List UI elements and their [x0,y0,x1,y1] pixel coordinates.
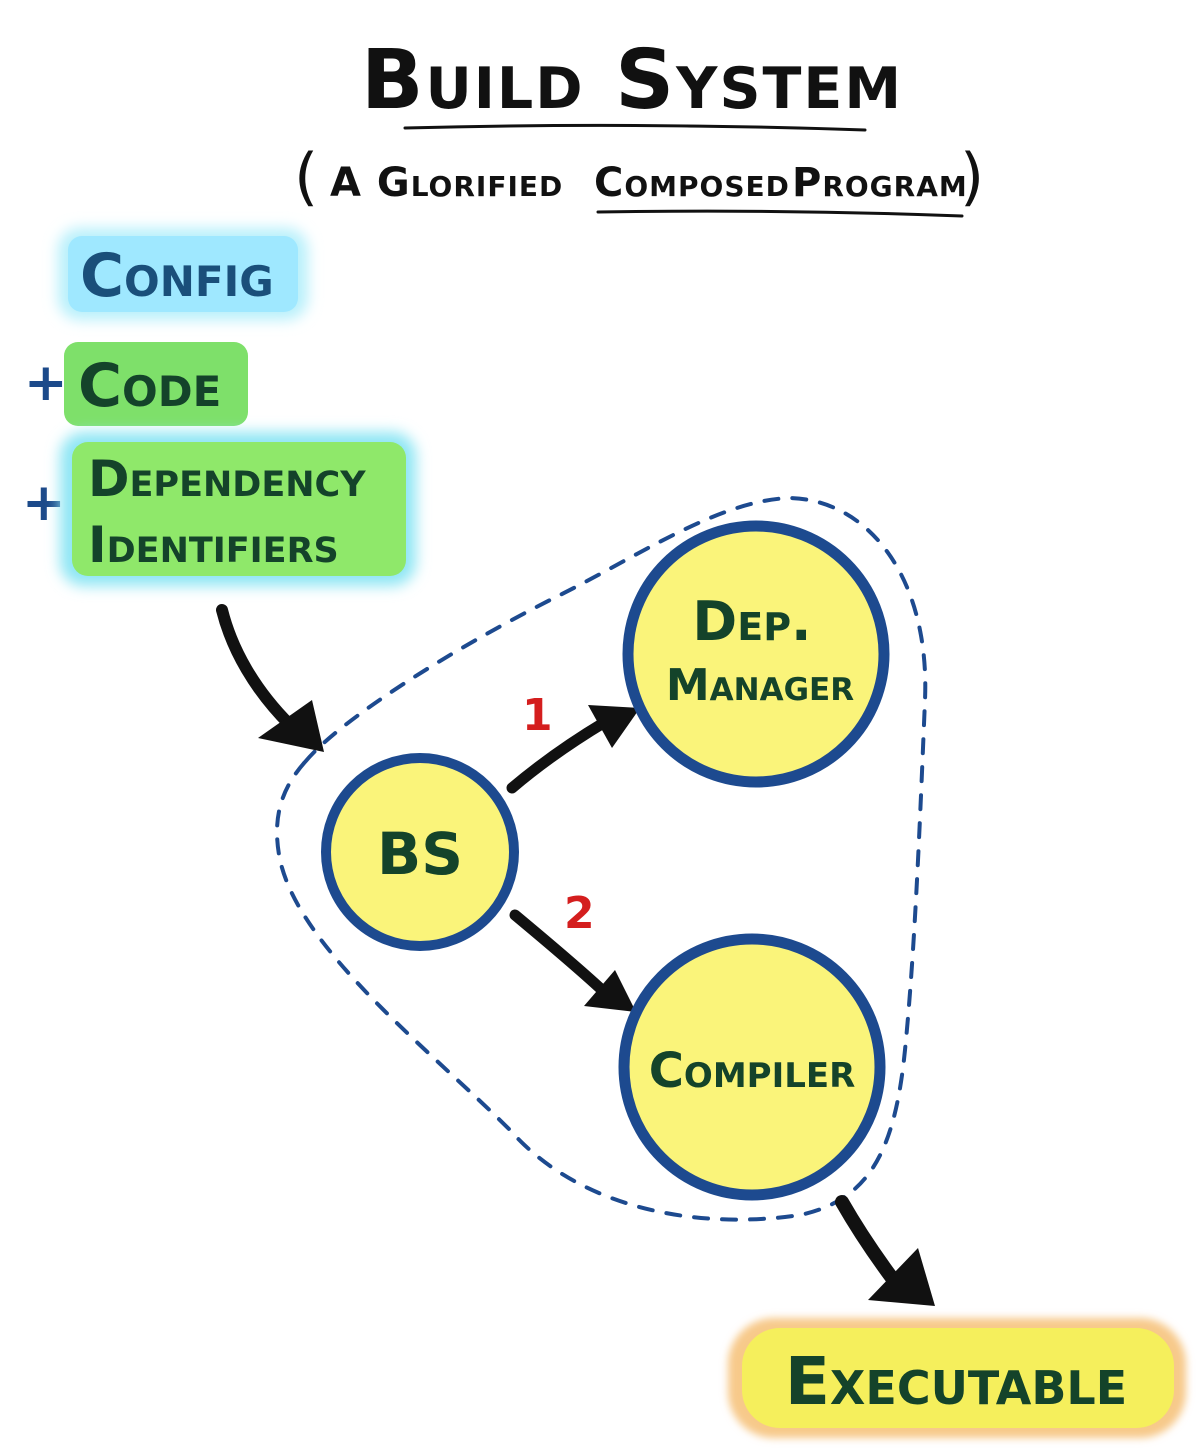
code-highlight [64,342,248,426]
step-number-2: 2 [564,888,595,939]
plus-sign: + [24,353,68,413]
step-number-1: 1 [522,690,553,741]
input-to-bs-arrowhead [258,700,324,752]
dep-manager-label-line2: Manager [666,660,854,711]
diagram-title: Build System [361,33,903,128]
dep-manager-label-line1: Dep. [692,590,811,653]
compiler-circle [618,933,886,1201]
executable-label: Executable [785,1343,1127,1420]
node-compiler: Compiler [618,933,886,1201]
node-dep-manager: Dep. Manager [622,520,890,788]
subtitle-emphasis: Composed [594,160,790,206]
config-label: Config [80,241,274,311]
plus-sign: + [22,473,66,533]
compiler-to-executable-arrow [835,1195,899,1285]
subtitle-suffix: Program [792,160,968,206]
input-to-bs-arrow [216,604,296,731]
compiler-label: Compiler [649,1043,856,1099]
inputs-group: Config + Code + Dependency Identifiers [22,228,416,586]
node-bs: BS [321,753,519,951]
subtitle-underline [596,209,964,218]
deps-label-line1: Dependency [88,450,366,508]
bs-label: BS [377,820,463,888]
bs-to-compiler-arrowhead [584,970,636,1012]
bs-to-compiler-arrow [509,909,608,996]
output-group: Executable [728,1318,1186,1438]
open-paren: ( [294,140,318,213]
arrows-group [216,604,935,1306]
config-highlight [68,236,298,312]
bs-to-dep-arrowhead [588,705,640,748]
deps-highlight [72,442,406,576]
compiler-to-executable-arrowhead [868,1248,935,1306]
title-underline [403,123,867,132]
deps-label-line2: Identifiers [88,516,339,574]
bs-circle [321,753,519,951]
code-label: Code [78,351,221,421]
dep-manager-circle [622,520,890,788]
title-group: Build System [361,33,903,132]
executable-highlight [742,1328,1174,1428]
subtitle-prefix: A Glorified [330,160,563,206]
build-system-boundary [275,495,928,1222]
subtitle-group: ( A Glorified Composed Program ) [294,140,984,218]
bs-to-dep-arrow [506,716,611,794]
close-paren: ) [960,140,984,213]
